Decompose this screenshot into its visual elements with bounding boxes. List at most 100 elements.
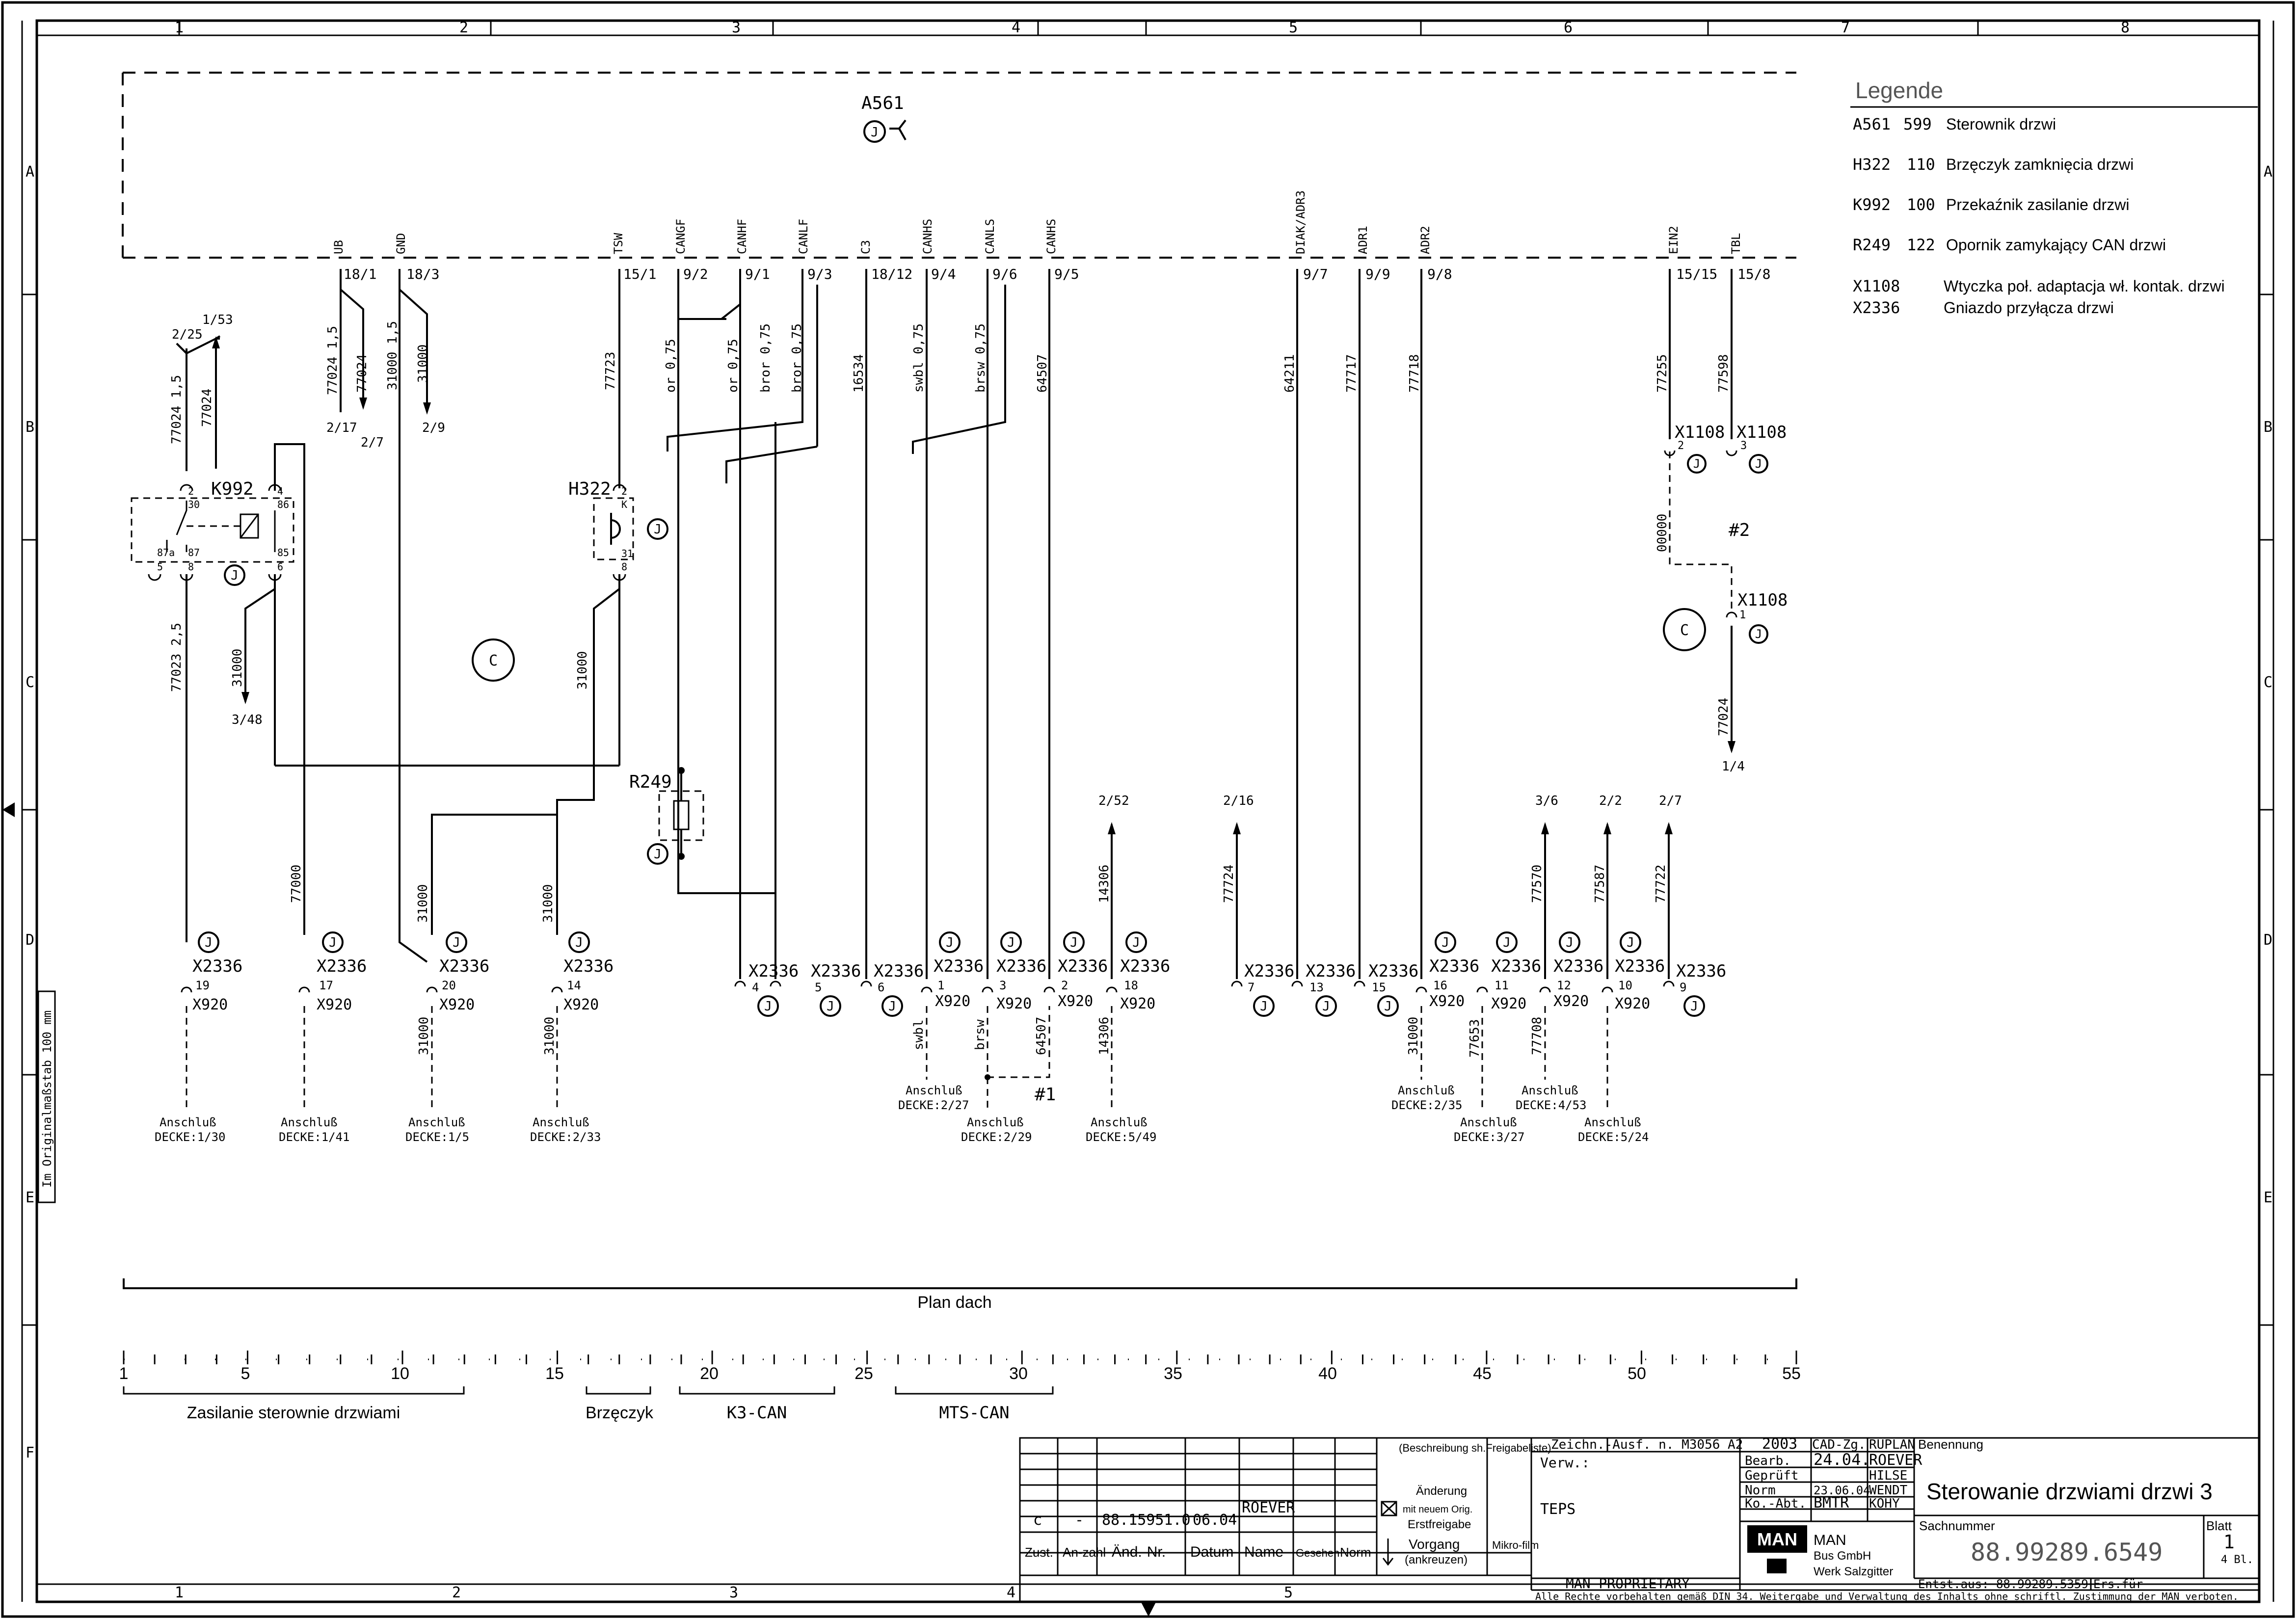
- bus-pin: 9/5: [1054, 266, 1079, 282]
- connector-x2336-20: J X2336 20 X920 Anschluß DECKE:1/5: [405, 931, 489, 1144]
- legend-num: 100: [1907, 195, 1935, 214]
- wire-label: 77024 1,5: [325, 326, 340, 395]
- rights-notice: Alle Rechte vorbehalten gemäß DIN 34. We…: [1535, 1591, 2239, 1602]
- device-label-h322: H322: [568, 479, 611, 499]
- ruler-tick-label: 1: [119, 1364, 129, 1383]
- wire-label: or 0,75: [664, 339, 678, 393]
- x2336-label: X2336: [811, 961, 861, 981]
- device-label-x1108: X1108: [1737, 590, 1788, 610]
- col-label: 5: [1289, 19, 1298, 36]
- mikrofilm: Mikro-film: [1492, 1539, 1539, 1551]
- wire-label: 31000: [230, 649, 245, 687]
- koabt-val: BMTR: [1814, 1494, 1849, 1512]
- x2336-label: X2336: [874, 961, 924, 981]
- ruler-tick-label: 10: [391, 1364, 409, 1383]
- beschreibung: (Beschreibung sh.Freigabeliste): [1399, 1442, 1551, 1454]
- xref: 2/16: [1223, 794, 1254, 808]
- ruler-tick-label: 50: [1628, 1364, 1646, 1383]
- bus-signal: TSW: [612, 233, 625, 254]
- wire-label: 31000: [416, 884, 430, 923]
- x920-label: X920: [1120, 995, 1155, 1012]
- row-label: E: [2264, 1189, 2272, 1206]
- col-label: 4: [1012, 19, 1020, 36]
- pin: 1: [1739, 609, 1746, 621]
- decke-ref: DECKE:1/5: [405, 1130, 469, 1144]
- pin: 2: [1061, 979, 1068, 992]
- koabt: Ko.-Abt.: [1745, 1496, 1806, 1511]
- wiring: [131, 285, 1735, 1109]
- wire-label: 31000 1,5: [385, 321, 400, 390]
- blatt-label: Blatt: [2206, 1518, 2232, 1533]
- group-label: #1: [1035, 1085, 1056, 1105]
- connector-x2336-9: X2336 9 J: [1663, 961, 1726, 1017]
- col-label: 4: [1007, 1584, 1015, 1601]
- decke-ref: DECKE:2/29: [961, 1130, 1032, 1144]
- ruler-tick-label: 25: [854, 1364, 873, 1383]
- bus-signal: CANHS: [921, 219, 934, 254]
- wire-label: 77255: [1655, 354, 1670, 393]
- pin: 6: [878, 981, 884, 994]
- row-label: D: [26, 931, 34, 949]
- row-label: D: [2264, 931, 2272, 949]
- xref: 2/7: [1659, 794, 1682, 808]
- j-marker: J: [1007, 935, 1015, 950]
- j-marker: J: [231, 568, 239, 583]
- company-name: MAN: [1814, 1532, 1846, 1548]
- grid-column-labels: 1 2 3 4 5 6 7 8 1 2 3 4 5: [175, 19, 2130, 1601]
- row-label: B: [2264, 419, 2272, 436]
- hdr-gesehen: Gesehen: [1296, 1547, 1339, 1559]
- proprietary: MAN-PROPRIETARY: [1566, 1575, 1690, 1592]
- pin: 15: [1372, 981, 1386, 994]
- x2336-label: X2336: [996, 956, 1046, 976]
- rev-zust: c: [1033, 1512, 1042, 1529]
- anschluss-label: Anschluß: [1522, 1084, 1578, 1097]
- wire-label: 64507: [1034, 1017, 1049, 1055]
- decke-ref: DECKE:5/49: [1086, 1130, 1157, 1144]
- connector-x2336-5: X2336 5 J: [770, 961, 861, 1017]
- scale-ruler: Im Originalmaßstab 100 mm: [37, 990, 56, 1203]
- j-marker: J: [654, 522, 662, 537]
- row-label: F: [26, 1444, 34, 1461]
- decke-ref: DECKE:1/41: [279, 1130, 350, 1144]
- group-label: #2: [1729, 520, 1750, 540]
- wire-label: swbl 0,75: [911, 323, 926, 393]
- xref: 3/48: [232, 713, 263, 727]
- x2336-label: X2336: [317, 956, 367, 976]
- bearb-date: 24.04.: [1814, 1450, 1870, 1469]
- wire-label: 77723: [603, 352, 618, 390]
- bus-signal: CANHF: [735, 219, 749, 254]
- wire-label: 64507: [1035, 354, 1050, 393]
- device-labels: K992 H322 R249 2 30 4 86 87a 87 85 5 8 6…: [148, 423, 1788, 1105]
- gepr-name: HILSE: [1869, 1468, 1907, 1483]
- wire-label: 77653: [1468, 1019, 1482, 1058]
- xref: 2/17: [326, 421, 357, 435]
- legend: Legende A561 599 Sterownik drzwi H322 11…: [1850, 78, 2258, 317]
- wire-label: 77598: [1716, 354, 1731, 393]
- pin: 85: [277, 547, 289, 558]
- bearb: Bearb.: [1745, 1454, 1791, 1468]
- x2336-label: X2336: [934, 956, 984, 976]
- bus-pin: 9/8: [1427, 266, 1452, 282]
- scale-note: Im Originalmaßstab 100 mm: [40, 1010, 54, 1188]
- c-marker: C: [1680, 622, 1689, 639]
- rev-anzahl: -: [1075, 1512, 1084, 1529]
- blatt-of: 4 Bl.: [2221, 1554, 2253, 1566]
- bus-pin: 9/7: [1303, 266, 1328, 282]
- connector-x2336-12: J X2336 12 X920 Anschluß DECKE:4/53: [1516, 931, 1603, 1112]
- hdr-anzahl: An-zahl: [1063, 1545, 1106, 1560]
- zeichn: Zeichn.-Ausf. n. M3056: [1551, 1437, 1720, 1452]
- bus-signal: TBL: [1729, 233, 1743, 254]
- pin: 7: [1248, 981, 1255, 994]
- connector-x2336-14: J X2336 14 X920 Anschluß DECKE:2/33: [530, 931, 614, 1144]
- pin: 2: [1678, 440, 1684, 452]
- xref: 2/2: [1599, 794, 1622, 808]
- anschluss-label: Anschluß: [533, 1115, 589, 1129]
- legend-num: 110: [1907, 155, 1935, 174]
- legend-code: X2336: [1853, 298, 1900, 317]
- connector-x2336-11: J X2336 11 X920 Anschluß DECKE:3/27: [1454, 931, 1541, 1144]
- connector-x2336-6: X2336 6 J: [860, 961, 924, 1017]
- rev-datum: 06.04: [1193, 1512, 1237, 1529]
- bus-pin: 18/1: [344, 266, 376, 282]
- col-label: 2: [459, 19, 468, 36]
- plan-label: Plan dach: [917, 1293, 991, 1312]
